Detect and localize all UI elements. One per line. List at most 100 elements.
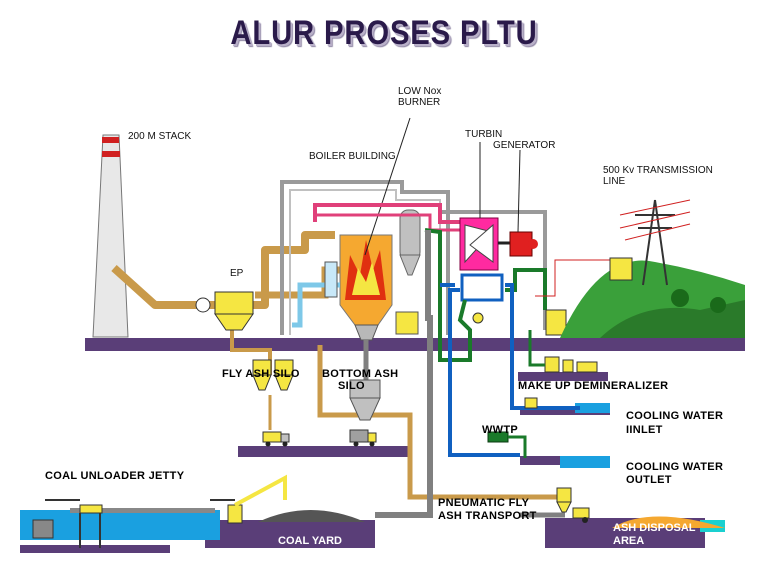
cooling-water-pipe-in-2 [505, 283, 580, 410]
fly-ash-silo-2-cone [274, 374, 294, 391]
boiler-building-label: BOILER BUILDING [309, 151, 396, 162]
light-blue-pipe [292, 282, 340, 328]
boiler-flames-inner [352, 262, 380, 295]
ep-hopper [214, 313, 254, 331]
transmission-line-1 [619, 199, 691, 216]
ep-label: EP [230, 268, 244, 279]
demin-pipe [528, 330, 545, 367]
stack-stripe-2 [102, 151, 120, 157]
coal-unloader-jetty-label: COAL UNLOADER JETTY [45, 470, 185, 482]
steam-pipe-2 [315, 213, 462, 232]
stacker-base [227, 504, 243, 524]
ground-main [85, 338, 745, 351]
demin-tank [544, 356, 560, 373]
cooling-inlet-label-line1: COOLING WATER [626, 410, 724, 422]
ash-disposal-pile [612, 516, 725, 528]
generator-end [528, 239, 538, 249]
truck-3-wheel [582, 517, 588, 523]
truck-3-body [572, 507, 590, 519]
cooling-outlet-water [560, 456, 610, 468]
fly-ash-silo-label: FLY ASH SILO [222, 368, 300, 380]
truck-1-cab [280, 433, 290, 443]
steam-pipe [313, 203, 462, 224]
ground-coal-yard [205, 520, 375, 548]
truck-2-cab [367, 432, 377, 443]
ep-body [214, 291, 254, 315]
grey-tower [399, 209, 421, 261]
truck-1-wheel [265, 441, 271, 447]
low-nox-label-line1: LOW Nox [398, 86, 442, 97]
transmission-line-2 [619, 211, 691, 229]
stack-chimney [92, 134, 129, 338]
transmission-label-line1: 500 Kv TRANSMISSION [603, 165, 713, 176]
ash-disposal-label-line1: ASH DISPOSAL [613, 522, 696, 534]
ep-fan [195, 297, 211, 313]
turbine-rotor-2 [469, 223, 494, 263]
cooling-water-pipe-in [448, 288, 520, 457]
bottom-ash-label-line1: BOTTOM ASH [322, 368, 399, 380]
hill-dark [600, 300, 745, 338]
tree-2 [710, 297, 726, 313]
low-nox-arrow [364, 117, 411, 256]
make-up-demineralizer-label: MAKE UP DEMINERALIZER [518, 380, 669, 392]
boiler-building-frame [280, 180, 450, 335]
ground-jetty [20, 545, 170, 553]
hopper-under-boiler [354, 324, 379, 341]
pneumatic-fly-ash-line [317, 345, 565, 500]
grey-tower-cone [399, 254, 421, 276]
stack-label: 200 M STACK [128, 131, 192, 142]
transformer [545, 309, 567, 336]
pneumatic-silo [556, 487, 572, 503]
fly-ash-silo-1-cone [252, 374, 272, 391]
cooling-outlet-label-line2: OUTLET [626, 474, 672, 486]
ash-conveyor-pipe [375, 230, 433, 518]
yellow-box-boiler [395, 311, 419, 335]
pneumatic-label-line2: ASH TRANSPORT [438, 510, 537, 522]
pneumatic-label-line1: PNEUMATIC FLY [438, 497, 530, 509]
turbin-label: TURBIN [465, 129, 503, 140]
cooling-inlet-water [575, 403, 610, 413]
flue-gas-duct [111, 231, 335, 309]
stacker-boom [234, 474, 287, 507]
generator-label: GENERATOR [493, 140, 556, 151]
truck-1-wheel-2 [282, 441, 288, 447]
jetty-deck [70, 508, 215, 513]
low-nox-label-line2: BURNER [398, 97, 441, 108]
truck-2-body [349, 429, 369, 443]
bottom-ash-silo-cone [349, 397, 381, 421]
demin-tank-2 [562, 359, 574, 373]
transmission-label-line2: LINE [603, 176, 626, 187]
substation [609, 257, 633, 281]
condenser [460, 273, 504, 302]
truck-2-wheel [353, 441, 359, 447]
cooling-outlet-label-line1: COOLING WATER [626, 461, 724, 473]
transformer-line [535, 259, 610, 297]
ship [32, 519, 54, 539]
generator-label-line [517, 149, 521, 233]
truck-2-wheel-2 [369, 441, 375, 447]
feedwater-pipe [424, 228, 472, 362]
wwtp-label: WWTP [482, 424, 519, 436]
truck-1-body [262, 431, 282, 443]
transmission-line-3 [624, 223, 691, 241]
ground-demin [518, 372, 608, 381]
coal-pile [258, 510, 365, 522]
pneumatic-silo-cone [556, 501, 572, 513]
bottom-ash-label-line2: SILO [338, 380, 365, 392]
stack-stripe-1 [102, 137, 119, 143]
demin-tank-3 [576, 361, 598, 373]
unloader-crane [79, 504, 103, 514]
ash-disposal-label-line2: AREA [613, 535, 645, 547]
tree-1 [671, 289, 689, 307]
cooling-inlet-pump [524, 397, 538, 409]
wwtp-pipe [508, 435, 527, 458]
coal-yard-label: COAL YARD [278, 535, 342, 547]
pump-icon [472, 312, 484, 324]
cyan-box [324, 261, 338, 298]
ground-truck-1 [238, 446, 408, 457]
cooling-inlet-label-line2: IINLET [626, 424, 663, 436]
diagram-title: ALUR PROSES PLTU [230, 14, 538, 52]
ground-cooling-inlet [520, 406, 610, 415]
